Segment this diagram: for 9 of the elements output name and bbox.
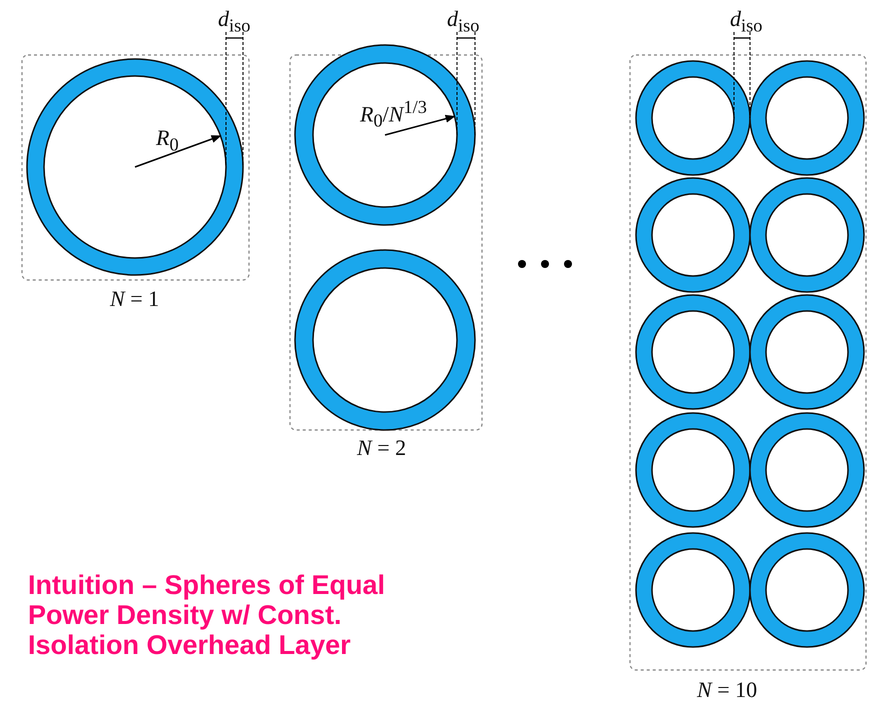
radius-label: R$_{0}$: [156, 127, 179, 154]
panel-caption: N = 2: [357, 437, 406, 459]
panel-caption: N = 10: [697, 679, 758, 701]
radius-label: R$_{0}$/N$^{1/3}$: [360, 98, 427, 130]
title: Intuition – Spheres of Equal Power Density w/ Const. Isolation Overhead Layer: [28, 570, 386, 660]
dimension-label: d$_{iso}$: [447, 8, 480, 35]
dimension-label: d$_{iso}$: [730, 8, 762, 35]
panel-caption: N = 1: [110, 288, 160, 310]
dimension-label: d$_{iso}$: [218, 8, 250, 35]
